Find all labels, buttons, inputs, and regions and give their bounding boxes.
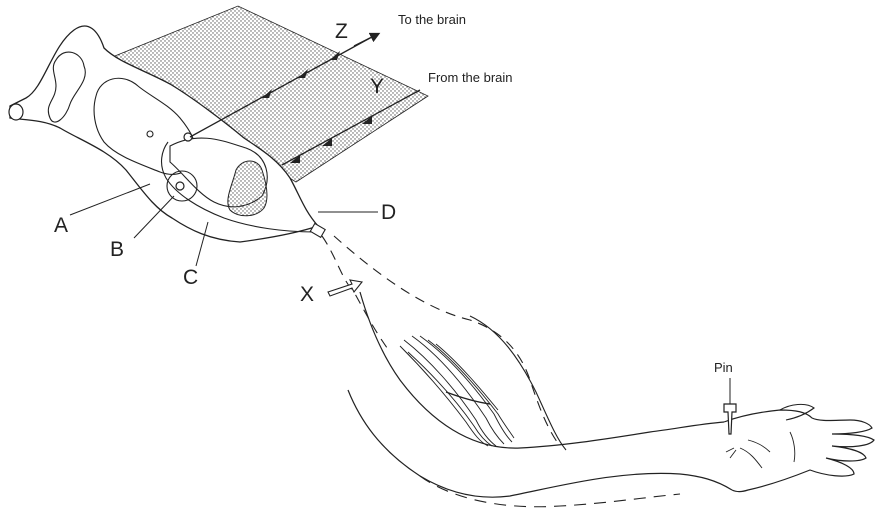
pin-annotation: Pin [714,360,733,375]
label-d: D [381,201,396,225]
upper-arm-outline [360,292,724,448]
to-brain-arrow [354,34,378,46]
cell-body-dot [147,131,153,137]
elbow-dashed [420,476,680,507]
label-x: X [300,283,314,307]
biceps-muscle [400,336,514,446]
palm-lines [726,432,795,468]
label-b: B [110,238,124,262]
pointer-a [70,184,150,215]
to-brain-annotation: To the brain [398,12,466,27]
nerve-fibre-dashed-2 [334,236,560,446]
label-c: C [183,266,198,290]
hand-outline [724,410,874,492]
from-brain-annotation: From the brain [428,70,513,85]
lower-arm-outline [348,390,732,497]
label-z: Z [335,20,348,44]
thumb-outline [780,404,814,420]
motor-neuron-cell-body [176,182,184,190]
central-canal-opening [9,104,23,120]
x-pointer-arrow [328,280,362,296]
label-y: Y [370,75,384,99]
arm-back-outline [470,316,566,450]
label-a: A [54,214,68,238]
